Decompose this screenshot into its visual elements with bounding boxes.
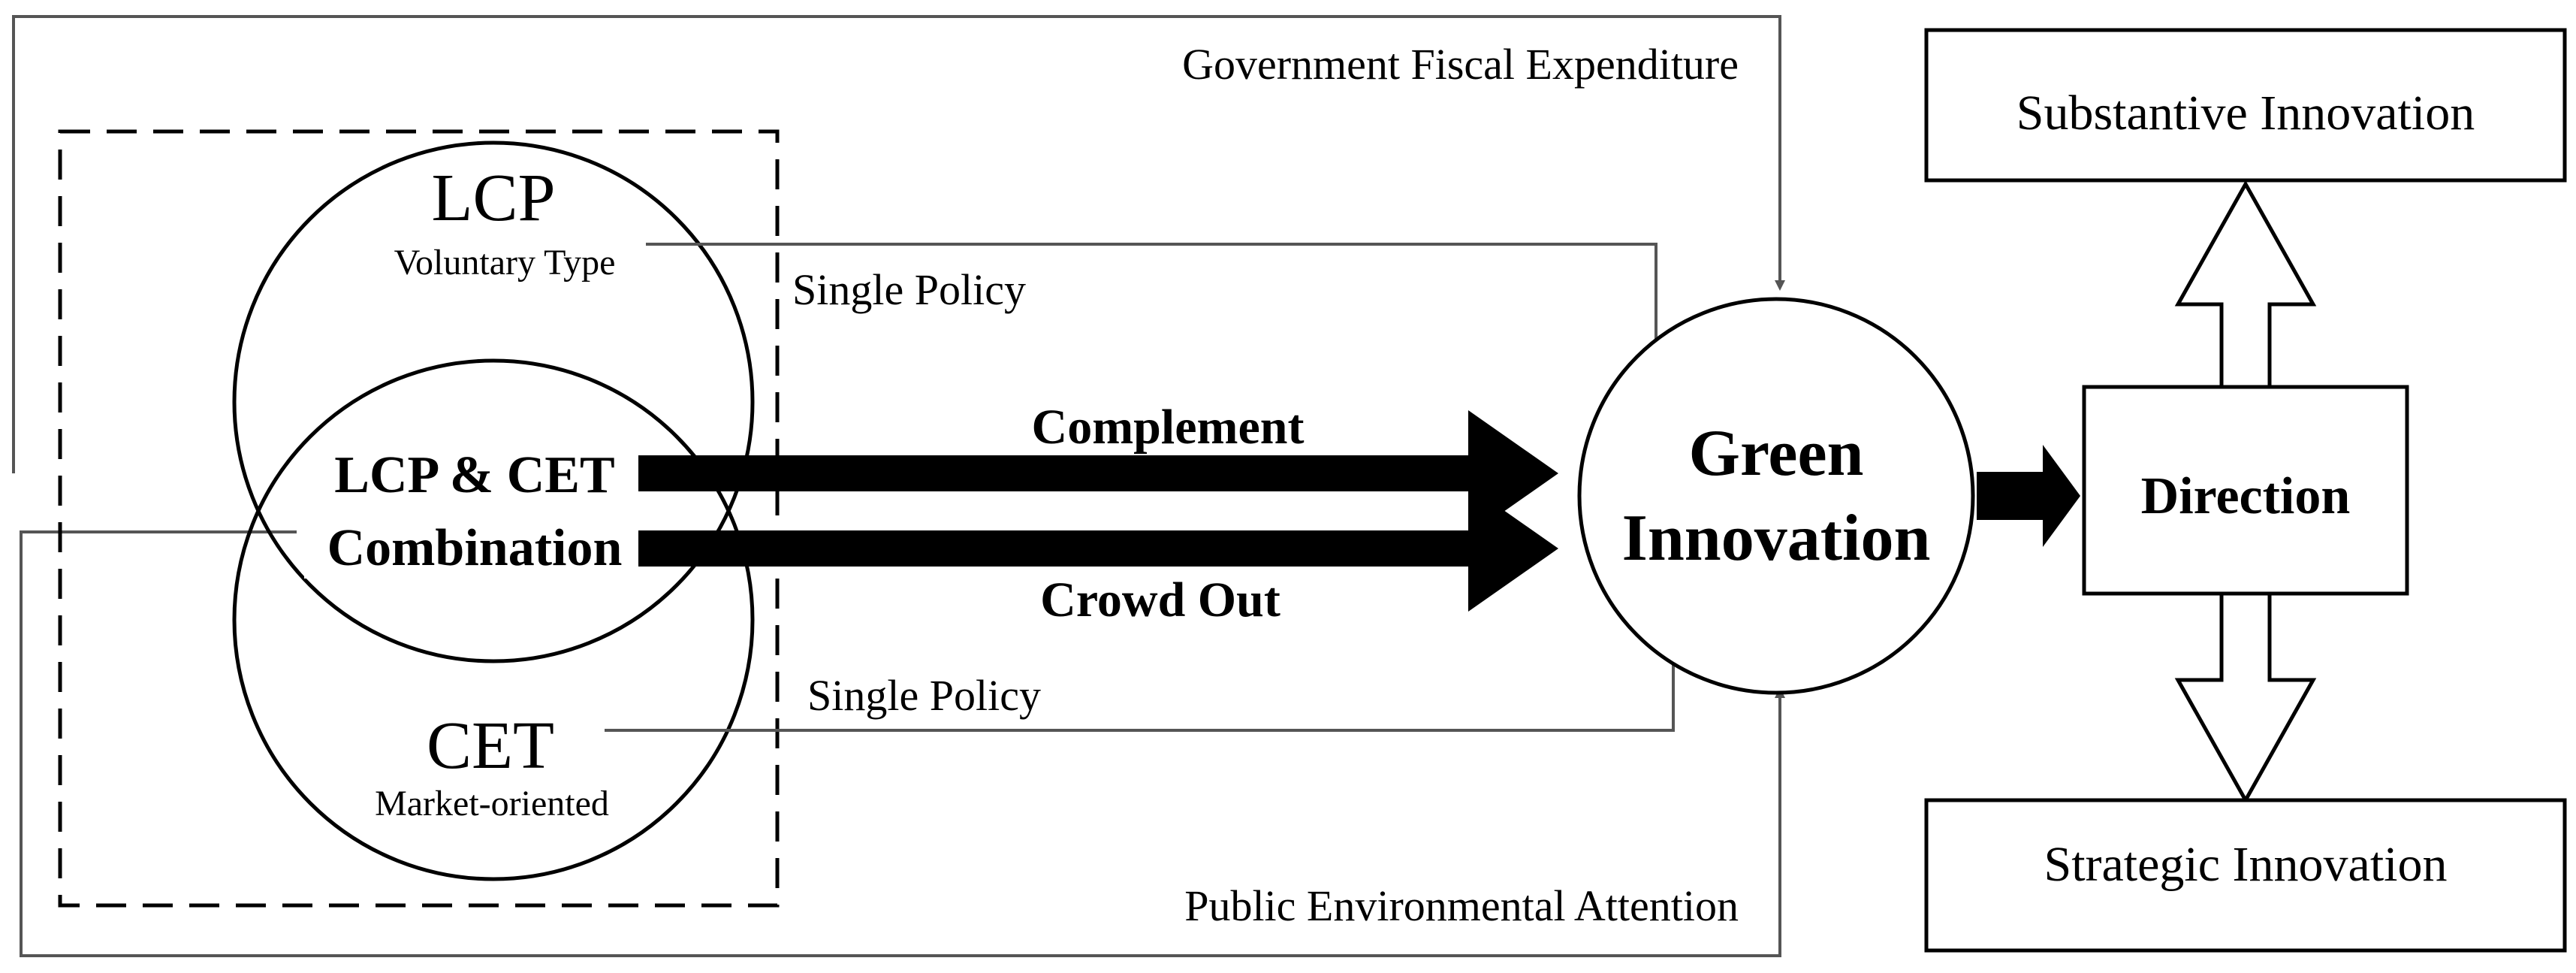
green-innovation-label-line2: Innovation xyxy=(1622,502,1931,575)
up-hollow-arrow xyxy=(2174,180,2317,389)
lcp-type-label: Voluntary Type xyxy=(394,243,616,283)
lcp-circle xyxy=(232,141,755,663)
to-direction-arrow xyxy=(1977,445,2080,547)
cet-type-label: Market-oriented xyxy=(375,784,609,823)
crowd-out-label: Crowd Out xyxy=(1040,573,1280,627)
direction-box xyxy=(2082,385,2409,596)
gov-expenditure-label: Government Fiscal Expenditure xyxy=(1182,40,1739,89)
single-policy-bottom-label: Single Policy xyxy=(807,671,1041,720)
single-policy-top-label: Single Policy xyxy=(792,265,1026,314)
complement-label: Complement xyxy=(1032,400,1305,455)
combination-label-line1: LCP & CET xyxy=(334,446,614,504)
combination-label-bg-2 xyxy=(304,517,638,579)
cet-single-policy-connector xyxy=(605,648,1679,732)
strategic-innovation-box xyxy=(1924,798,2567,953)
complement-arrow xyxy=(638,410,1558,536)
cet-circle xyxy=(232,358,755,881)
substantive-innovation-label: Substantive Innovation xyxy=(2016,86,2475,141)
green-innovation-circle xyxy=(1577,297,1975,695)
public-attention-connector xyxy=(20,530,1785,957)
lcp-label: LCP xyxy=(431,161,555,235)
green-innovation-label-line1: Green xyxy=(1689,417,1864,490)
strategic-innovation-label: Strategic Innovation xyxy=(2044,837,2447,892)
down-hollow-arrow xyxy=(2174,591,2317,805)
cet-label: CET xyxy=(427,709,554,783)
lcp-single-policy-connector xyxy=(646,243,1661,352)
combination-label-bg-1 xyxy=(312,443,635,505)
public-attention-label: Public Environmental Attention xyxy=(1184,881,1739,930)
crowd-out-arrow xyxy=(638,485,1558,612)
combination-label-line2: Combination xyxy=(327,519,623,577)
substantive-innovation-box xyxy=(1924,28,2567,183)
direction-label: Direction xyxy=(2141,467,2351,525)
gov-expenditure-connector xyxy=(12,15,1785,473)
